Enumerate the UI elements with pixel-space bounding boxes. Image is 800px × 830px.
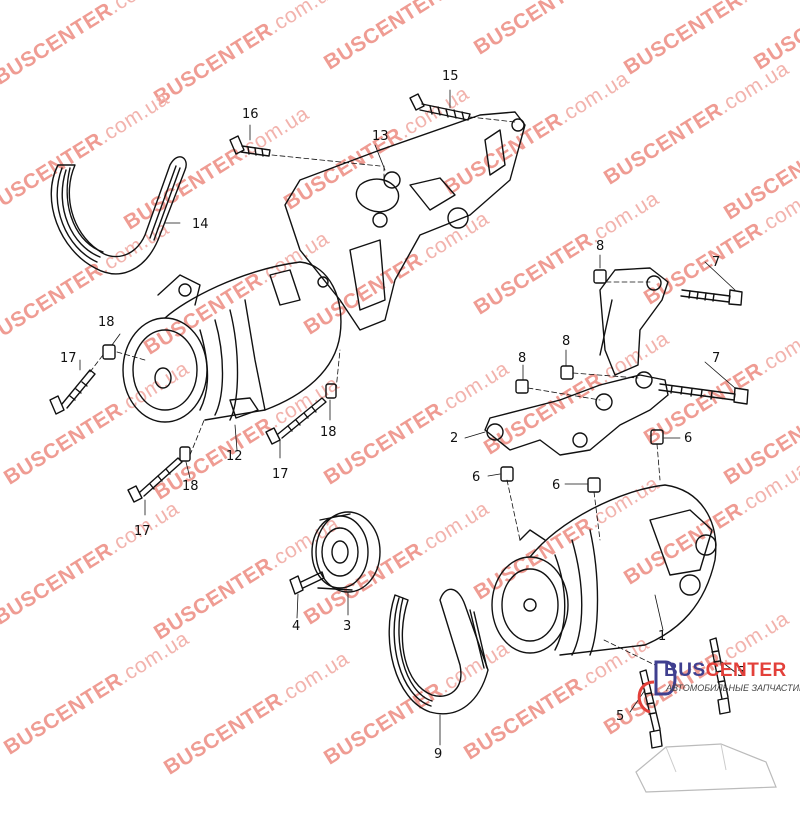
- label-7a: 7: [712, 255, 720, 270]
- label-4: 4: [292, 619, 300, 634]
- label-14: 14: [192, 217, 209, 232]
- part-number-labels: 15 16 13 14 18 17 18 12 17 18 17 8 7 8 8…: [60, 69, 745, 762]
- label-15: 15: [442, 69, 459, 84]
- label-5a: 5: [737, 665, 745, 680]
- bracket-2: [484, 365, 749, 456]
- label-6a: 6: [684, 431, 692, 446]
- label-12: 12: [226, 449, 243, 464]
- logo-tagline: АВТОМОБИЛЬНЫЕ ЗАПЧАСТИНИ: [666, 683, 800, 693]
- ribbed-belt-lower: [388, 588, 489, 715]
- label-17a: 17: [60, 351, 77, 366]
- ac-compressor-right: [491, 484, 717, 656]
- label-7b: 7: [712, 351, 720, 366]
- label-6b: 6: [472, 470, 480, 485]
- label-9: 9: [434, 747, 442, 762]
- callout-lines: [79, 89, 736, 746]
- label-8b: 8: [562, 334, 570, 349]
- label-8c: 8: [518, 351, 526, 366]
- bolt-4: [289, 571, 325, 595]
- leader-lines: [89, 116, 661, 666]
- ribbed-belt-upper: [50, 156, 187, 275]
- label-18b: 18: [320, 425, 337, 440]
- upper-support-bracket: [593, 267, 743, 376]
- label-13: 13: [372, 129, 389, 144]
- sleeves-6: [500, 429, 664, 493]
- tensioner-pulley: [311, 511, 381, 593]
- label-17c: 17: [134, 524, 151, 539]
- label-6c: 6: [552, 478, 560, 493]
- label-17b: 17: [272, 467, 289, 482]
- bolts-5: [639, 637, 731, 749]
- label-8a: 8: [596, 239, 604, 254]
- label-18a: 18: [98, 315, 115, 330]
- label-5b: 5: [616, 709, 624, 724]
- label-2: 2: [450, 431, 458, 446]
- logo-emblem-icon: [635, 660, 777, 793]
- sleeves-and-bolts-left: [49, 344, 337, 503]
- logo-name: BUSCENTER: [664, 660, 787, 681]
- bolt-16: [229, 135, 271, 157]
- label-3: 3: [343, 619, 351, 634]
- compressor-bracket: [284, 111, 526, 331]
- label-1: 1: [658, 629, 666, 644]
- label-16: 16: [242, 107, 259, 122]
- ac-compressor-left: [122, 261, 342, 423]
- buscenter-logo: BUSCENTER АВТОМОБИЛЬНЫЕ ЗАПЧАСТИНИ: [626, 652, 800, 802]
- bolt-15: [409, 93, 471, 121]
- label-18c: 18: [182, 479, 199, 494]
